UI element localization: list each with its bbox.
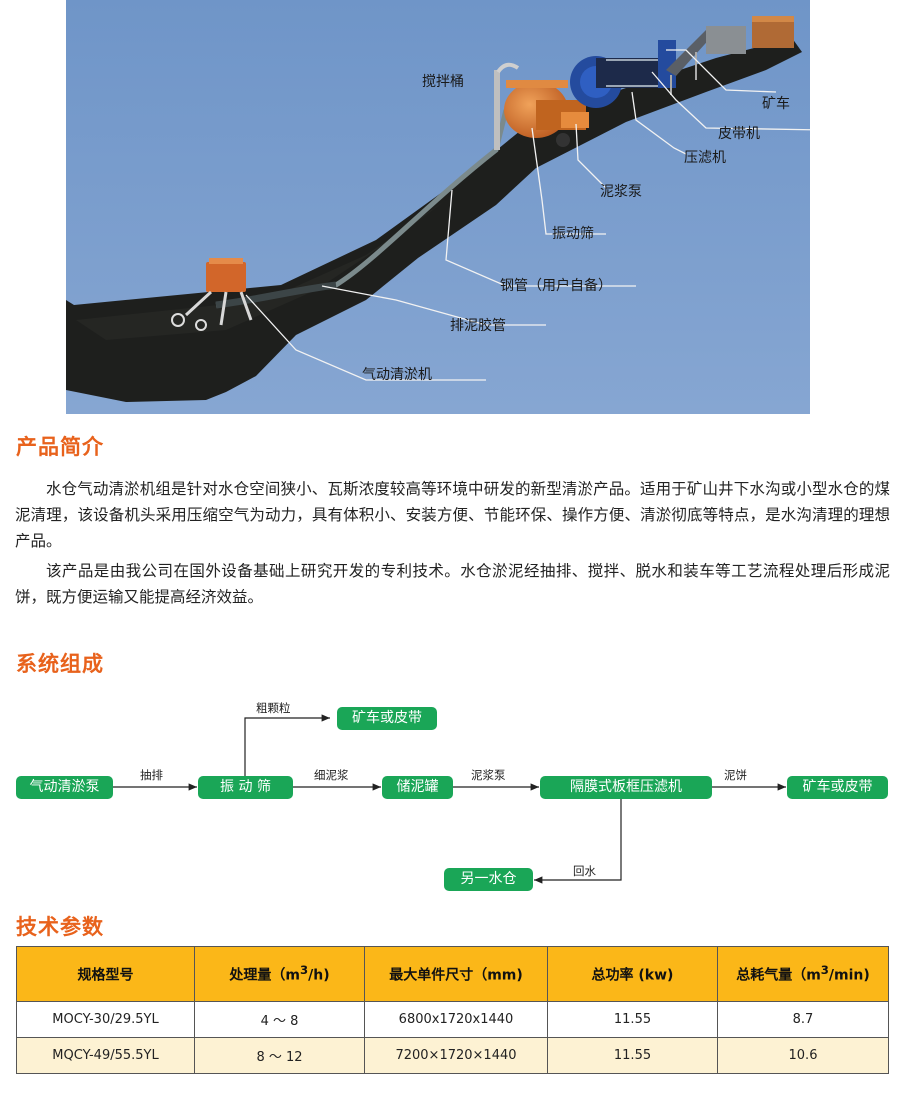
node-slurry-tank: 储泥罐 — [382, 776, 453, 799]
edge-label-cake: 泥饼 — [724, 768, 747, 782]
node-filter-press: 隔膜式板框压滤机 — [540, 776, 712, 799]
mine-cars — [706, 16, 794, 54]
label-belt: 皮带机 — [718, 126, 760, 142]
cell-capacity: 4 ～ 8 — [194, 1001, 365, 1038]
header-capacity: 处理量（m3/h) — [194, 946, 365, 1002]
node-cake-output: 矿车或皮带 — [787, 776, 888, 799]
edge-label-return-water: 回水 — [573, 864, 596, 878]
flow-arrows — [113, 714, 786, 884]
intro-heading: 产品简介 — [16, 435, 104, 459]
intro-paragraph-1: 水仓气动清淤机组是针对水仓空间狭小、瓦斯浓度较高等环境中研发的新型清淤产品。适用… — [15, 480, 890, 550]
belt-conveyor — [666, 30, 714, 95]
label-dredger: 气动清淤机 — [362, 367, 432, 383]
intro-paragraph-2: 该产品是由我公司在国外设备基础上研究开发的专利技术。水仓淤泥经抽排、搅拌、脱水和… — [15, 562, 890, 606]
header-air-consumption: 总耗气量（m3/min) — [717, 946, 889, 1002]
node-dredge-pump: 气动清淤泵 — [16, 776, 113, 799]
node-other-sump: 另一水仓 — [444, 868, 533, 891]
header-total-power: 总功率 (kw) — [547, 946, 718, 1002]
edge-label-pump-out: 抽排 — [140, 768, 163, 782]
arrow-screen-to-coarse — [244, 714, 330, 776]
system-flow-diagram: 气动清淤泵 振 动 筛 矿车或皮带 储泥罐 隔膜式板框压滤机 矿车或皮带 另一水… — [0, 690, 900, 900]
label-filter-press: 压滤机 — [684, 150, 726, 166]
system-heading: 系统组成 — [16, 652, 104, 676]
cell-air-consumption: 10.6 — [717, 1037, 889, 1074]
label-slurry-pump: 泥浆泵 — [600, 184, 642, 200]
label-steel-pipe: 钢管（用户自备） — [500, 277, 612, 294]
table-row: MQCY-49/55.5YL 8 ～ 12 7200×1720×1440 11.… — [16, 1037, 889, 1074]
edge-label-coarse: 粗颗粒 — [256, 701, 291, 715]
callout-lines — [245, 49, 810, 381]
mixer-tank — [494, 62, 589, 150]
cell-total-power: 11.55 — [547, 1001, 718, 1038]
header-max-size: 最大单件尺寸（mm) — [364, 946, 548, 1002]
cell-total-power: 11.55 — [547, 1037, 718, 1074]
pneumatic-dredger — [171, 258, 253, 331]
edge-label-fine: 细泥浆 — [314, 768, 349, 782]
cell-max-size: 6800x1720x1440 — [364, 1001, 548, 1038]
cell-model: MQCY-49/55.5YL — [16, 1037, 195, 1074]
params-heading: 技术参数 — [16, 915, 104, 939]
cell-max-size: 7200×1720×1440 — [364, 1037, 548, 1074]
table-row: MOCY-30/29.5YL 4 ～ 8 6800x1720x1440 11.5… — [16, 1001, 889, 1038]
edge-label-slurry-pump: 泥浆泵 — [471, 768, 506, 782]
label-mine-car: 矿车 — [762, 95, 790, 112]
arrow-press-to-sump — [534, 799, 622, 884]
filter-press — [570, 40, 676, 108]
label-hose: 排泥胶管 — [450, 317, 506, 334]
cell-model: MOCY-30/29.5YL — [16, 1001, 195, 1038]
cell-capacity: 8 ～ 12 — [194, 1037, 365, 1074]
node-coarse-output: 矿车或皮带 — [337, 707, 437, 730]
intro-text: 水仓气动清淤机组是针对水仓空间狭小、瓦斯浓度较高等环境中研发的新型清淤产品。适用… — [15, 476, 890, 614]
system-illustration: 搅拌桶 矿车 皮带机 压滤机 泥浆泵 振动筛 钢管（用户自备） 排泥胶管 气动清… — [66, 0, 810, 414]
label-vibrating-screen: 振动筛 — [552, 226, 594, 242]
cell-air-consumption: 8.7 — [717, 1001, 889, 1038]
equipment-layout-diagram: 搅拌桶 矿车 皮带机 压滤机 泥浆泵 振动筛 钢管（用户自备） 排泥胶管 气动清… — [66, 0, 810, 414]
header-model: 规格型号 — [16, 946, 195, 1002]
node-vibrating-screen: 振 动 筛 — [198, 776, 293, 799]
params-table: 规格型号 处理量（m3/h) 最大单件尺寸（mm) 总功率 (kw) 总耗气量（… — [16, 946, 889, 1074]
params-header-row: 规格型号 处理量（m3/h) 最大单件尺寸（mm) 总功率 (kw) 总耗气量（… — [16, 946, 889, 1002]
label-mixer: 搅拌桶 — [422, 74, 464, 90]
